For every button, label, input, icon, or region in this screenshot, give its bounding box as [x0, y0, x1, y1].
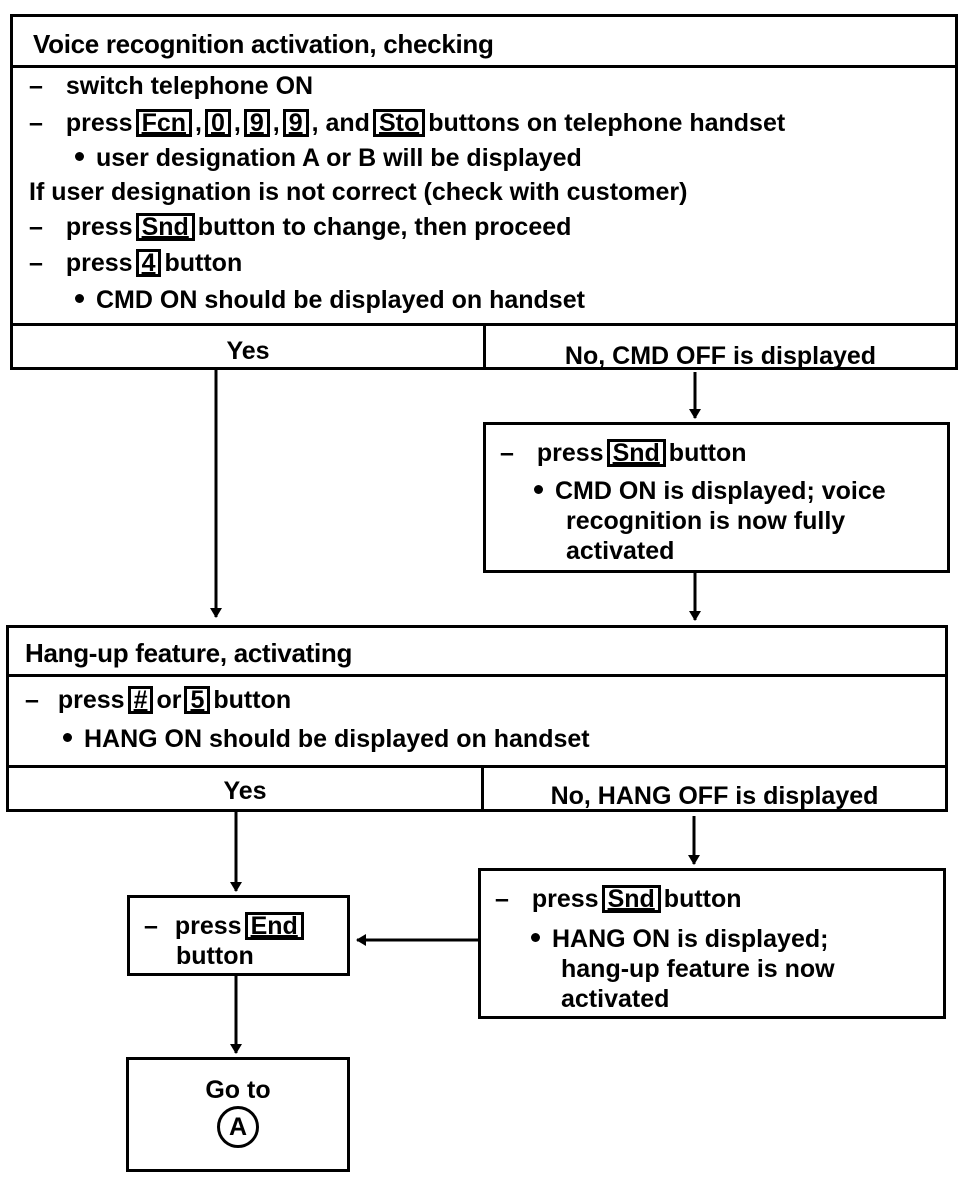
bullet-icon [75, 151, 84, 161]
step-text: press [536, 439, 604, 467]
step-text: press [174, 912, 242, 940]
snd-key: Snd [601, 885, 661, 913]
note-user-designation: If user designation is not correct (chec… [29, 178, 688, 206]
dash: – [29, 109, 43, 137]
step-text: button to change, then proceed [197, 213, 572, 241]
hang-on-bullet-line2: hang-up feature is now [561, 955, 835, 983]
hang-on-bullet: HANG ON is displayed; [531, 927, 828, 952]
bullet-text: user designation A or B will be displaye… [96, 144, 582, 172]
hang-up-title: Hang-up feature, activating [25, 638, 353, 668]
decision-divider [9, 765, 945, 768]
hang-on-bullet-line3: activated [561, 985, 670, 1013]
go-to-a-box: Go to A [126, 1057, 350, 1172]
bullet-icon [63, 732, 72, 742]
fcn-key: Fcn [135, 109, 193, 137]
decision-yes: Yes [226, 337, 270, 365]
step-text: press [65, 213, 133, 241]
step-switch-on: – switch telephone ON [29, 74, 313, 99]
bullet-icon [75, 293, 84, 303]
voice-recognition-title: Voice recognition activation, checking [33, 29, 494, 59]
dash: – [495, 885, 509, 913]
bullet-user-designation: user designation A or B will be displaye… [75, 146, 582, 171]
decision-no: No, CMD OFF is displayed [564, 342, 877, 370]
cmd-on-bullet-line3: activated [566, 537, 675, 565]
hash-key: # [127, 686, 154, 714]
dash: – [29, 249, 43, 277]
voice-recognition-box: Voice recognition activation, checking –… [10, 14, 958, 370]
nine-key-2: 9 [282, 109, 309, 137]
step-text: press [531, 885, 599, 913]
snd-key: Snd [135, 213, 195, 241]
zero-key: 0 [204, 109, 231, 137]
title-divider [13, 65, 955, 68]
step-text: button [213, 686, 292, 714]
step-text: switch telephone ON [65, 72, 314, 100]
cmd-on-bullet-line2: recognition is now fully [566, 507, 846, 535]
bullet-text: HANG ON is displayed; [552, 925, 829, 953]
step-text: or [156, 686, 182, 714]
press-end-line2: button [176, 942, 254, 970]
snd-key: Snd [606, 439, 666, 467]
bullet-cmd-on: CMD ON should be displayed on handset [75, 288, 585, 313]
dash: – [25, 686, 39, 714]
connector-a-circle: A [217, 1106, 259, 1148]
end-key: End [244, 912, 304, 940]
bullet-text: CMD ON is displayed; voice [555, 477, 886, 505]
nine-key: 9 [243, 109, 270, 137]
step-text: button [164, 249, 243, 277]
decision-yes: Yes [223, 777, 267, 805]
connector-a-wrapper: A [129, 1106, 347, 1148]
dash: – [29, 213, 43, 241]
bullet-icon [534, 484, 543, 494]
decision-no: No, HANG OFF is displayed [550, 782, 879, 810]
bullet-text: CMD ON should be displayed on handset [96, 286, 585, 314]
five-key: 5 [184, 686, 211, 714]
title-divider [9, 674, 945, 677]
cmd-on-bullet: CMD ON is displayed; voice [534, 479, 886, 504]
decision-split [481, 765, 484, 809]
go-to-label: Go to [205, 1076, 271, 1104]
step-text: buttons on telephone handset [428, 109, 786, 137]
step-text: press [65, 249, 133, 277]
dash: – [500, 439, 514, 467]
bullet-text: HANG ON should be displayed on handset [84, 725, 590, 753]
step-text: press [57, 686, 125, 714]
dash: – [144, 912, 158, 940]
sto-key: Sto [372, 109, 426, 137]
dash: – [29, 72, 43, 100]
bullet-icon [531, 932, 540, 942]
hang-on-bullet: HANG ON should be displayed on handset [63, 727, 590, 752]
step-text: press [65, 109, 133, 137]
four-key: 4 [135, 249, 162, 277]
step-text: button [663, 885, 742, 913]
step-text: button [668, 439, 747, 467]
decision-split [483, 323, 486, 367]
